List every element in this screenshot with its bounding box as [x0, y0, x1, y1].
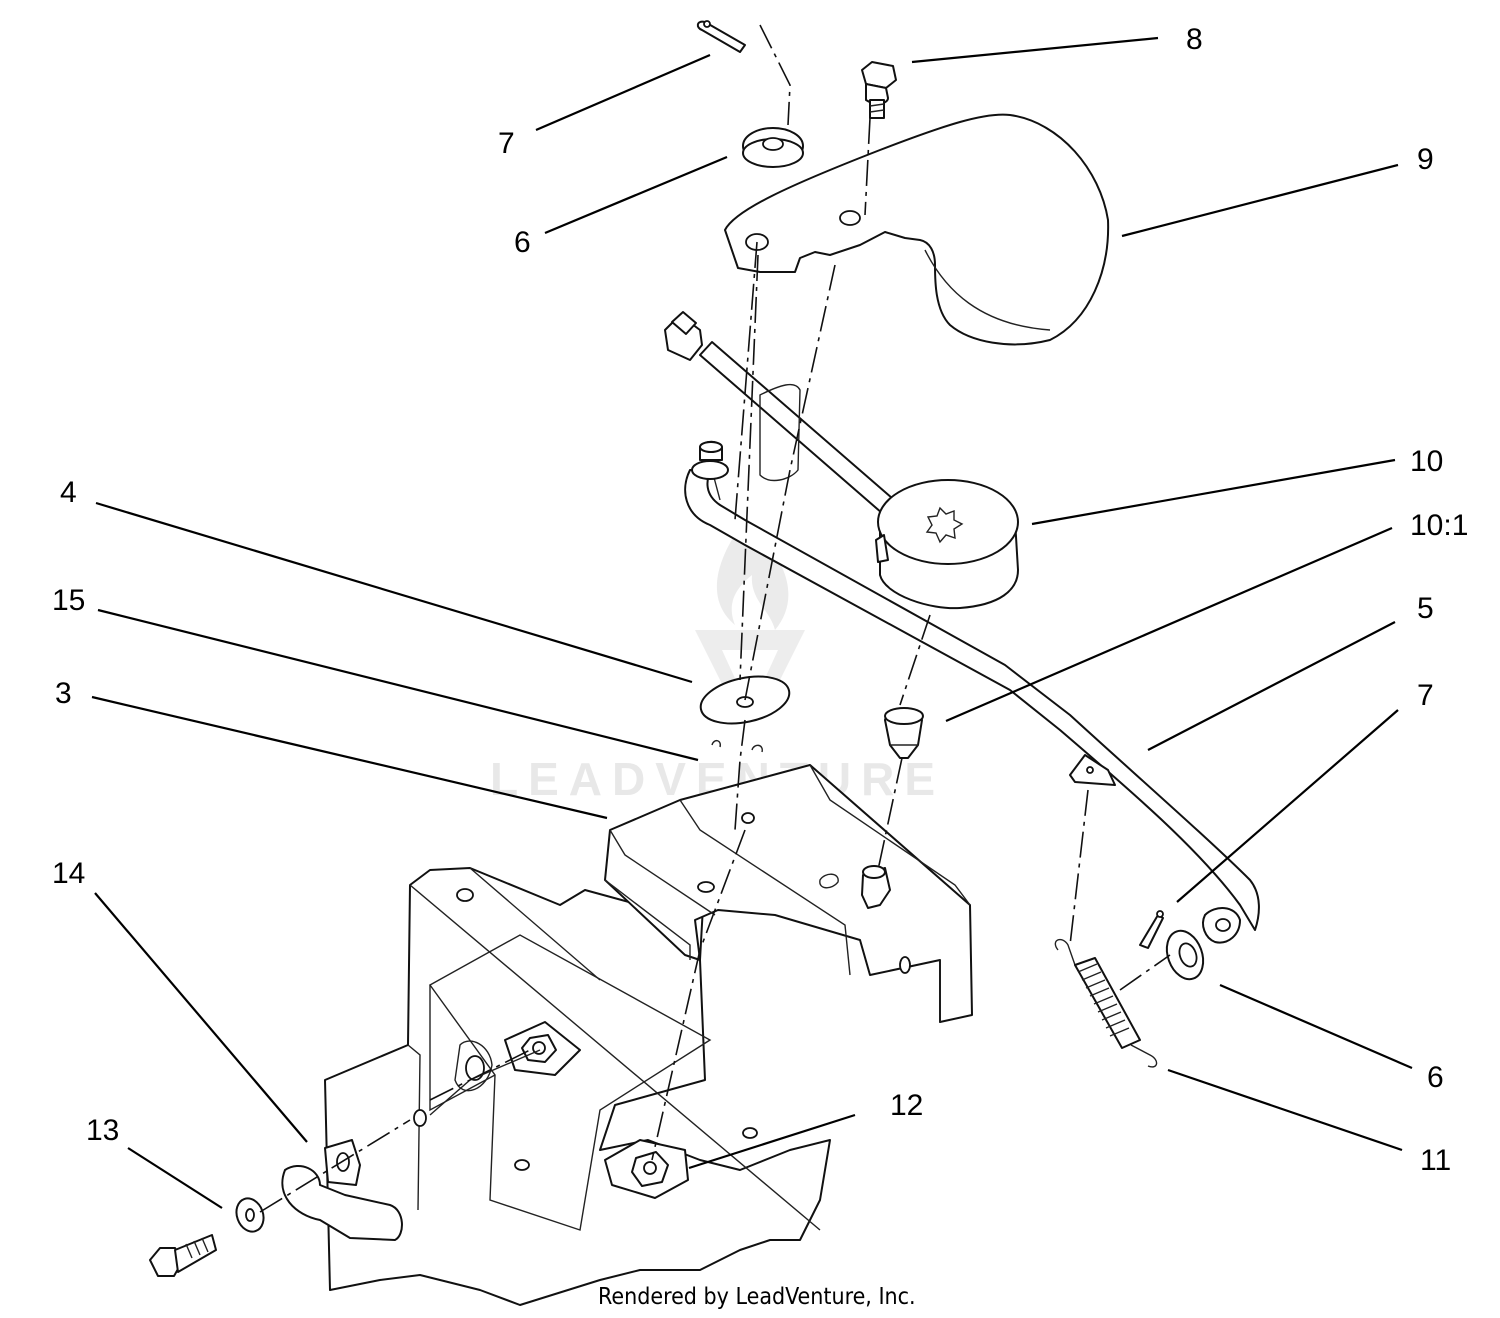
callout-6-top: 6 — [514, 226, 531, 259]
callout-10: 10 — [1410, 445, 1443, 478]
bolt-left — [149, 1234, 217, 1277]
bolt-top — [861, 61, 897, 119]
extension-spring — [1054, 938, 1158, 1068]
callout-4: 4 — [60, 476, 77, 509]
cable-clamp — [281, 1139, 403, 1241]
cotter-pin-right — [1139, 910, 1164, 949]
render-credit: Rendered by LeadVenture, Inc. — [598, 1284, 916, 1310]
callout-11: 11 — [1420, 1144, 1451, 1177]
callout-labels: 8 7 9 6 10 4 10:1 15 5 3 7 14 6 12 13 11 — [52, 23, 1468, 1177]
callout-3: 3 — [55, 677, 72, 710]
leader-lines — [91, 36, 1413, 1209]
watermark: LEADVENTURE — [490, 520, 935, 805]
washer-right — [1165, 929, 1205, 981]
weld-nut — [604, 1139, 689, 1199]
rubber-bumper — [884, 707, 924, 759]
callout-13: 13 — [86, 1114, 119, 1147]
pedal-hub — [875, 479, 1019, 610]
callout-9: 9 — [1417, 143, 1434, 176]
callout-7-top: 7 — [498, 127, 515, 160]
callout-8: 8 — [1186, 23, 1203, 56]
pedal-bracket — [604, 764, 973, 1023]
pedal-plate — [724, 113, 1110, 346]
assembly-lines — [259, 24, 1171, 1213]
washer-top — [742, 127, 804, 168]
callout-6-right: 6 — [1427, 1061, 1444, 1094]
pedal-rod — [684, 440, 1260, 944]
washer-small-left — [235, 1197, 265, 1233]
retaining-clip — [711, 740, 763, 753]
cotter-pin-top — [696, 20, 746, 53]
watermark-flame-icon — [716, 520, 789, 630]
callout-14: 14 — [52, 857, 85, 890]
callout-5: 5 — [1417, 592, 1434, 625]
callout-15: 15 — [52, 584, 85, 617]
callout-7-right: 7 — [1417, 679, 1434, 712]
callout-10-1: 10:1 — [1410, 509, 1468, 542]
frame-chassis — [324, 867, 831, 1306]
callout-12: 12 — [890, 1089, 923, 1122]
